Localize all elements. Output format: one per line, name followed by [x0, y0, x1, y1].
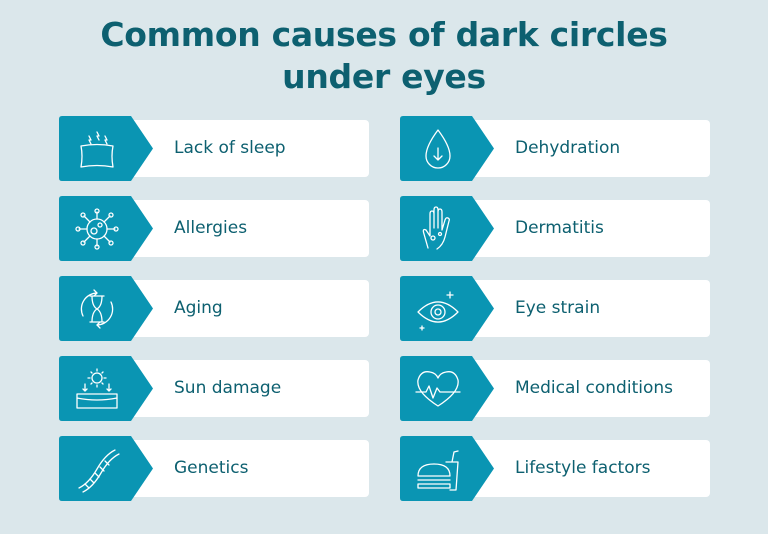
cause-card: [460, 360, 710, 417]
cause-label: Genetics: [174, 458, 249, 478]
cause-item: Genetics: [59, 436, 369, 501]
cause-label: Sun damage: [174, 378, 282, 398]
cause-card: [460, 280, 710, 337]
cause-card: [119, 120, 369, 177]
cause-item: Dermatitis: [400, 196, 710, 261]
cause-card: [119, 200, 369, 257]
icon-badge: [400, 116, 494, 181]
icon-badge: [400, 196, 494, 261]
cause-label: Lifestyle factors: [515, 458, 651, 478]
cause-label: Aging: [174, 298, 223, 318]
water-drop-icon: [400, 116, 494, 181]
cause-item: Lack of sleep: [59, 116, 369, 181]
cause-item: Allergies: [59, 196, 369, 261]
icon-badge: [400, 276, 494, 341]
cause-card: [460, 200, 710, 257]
cause-item: Lifestyle factors: [400, 436, 710, 501]
dna-icon: [59, 436, 153, 501]
icon-badge: [400, 436, 494, 501]
cause-card: [119, 280, 369, 337]
cause-item: Aging: [59, 276, 369, 341]
icon-badge: [400, 356, 494, 421]
hourglass-icon: [59, 276, 153, 341]
cause-item: Eye strain: [400, 276, 710, 341]
eye-icon: [400, 276, 494, 341]
cause-label: Dehydration: [515, 138, 621, 158]
heartbeat-icon: [400, 356, 494, 421]
page-title: Common causes of dark circles under eyes: [0, 14, 768, 98]
icon-badge: [59, 356, 153, 421]
icon-badge: [59, 436, 153, 501]
cause-card: [460, 440, 710, 497]
sun-skin-icon: [59, 356, 153, 421]
icon-badge: [59, 116, 153, 181]
title-line-1: Common causes of dark circles: [100, 15, 668, 54]
cause-card: [460, 120, 710, 177]
cause-item: Medical conditions: [400, 356, 710, 421]
cause-label: Eye strain: [515, 298, 601, 318]
cause-label: Lack of sleep: [174, 138, 286, 158]
pillow-icon: [59, 116, 153, 181]
cause-card: [119, 440, 369, 497]
cause-item: Sun damage: [59, 356, 369, 421]
cause-label: Dermatitis: [515, 218, 604, 238]
cause-card: [119, 360, 369, 417]
cause-item: Dehydration: [400, 116, 710, 181]
title-line-2: under eyes: [282, 57, 486, 96]
icon-badge: [59, 276, 153, 341]
fast-food-icon: [400, 436, 494, 501]
cause-label: Allergies: [174, 218, 248, 238]
hand-rash-icon: [400, 196, 494, 261]
allergen-icon: [59, 196, 153, 261]
cause-label: Medical conditions: [515, 378, 673, 398]
icon-badge: [59, 196, 153, 261]
